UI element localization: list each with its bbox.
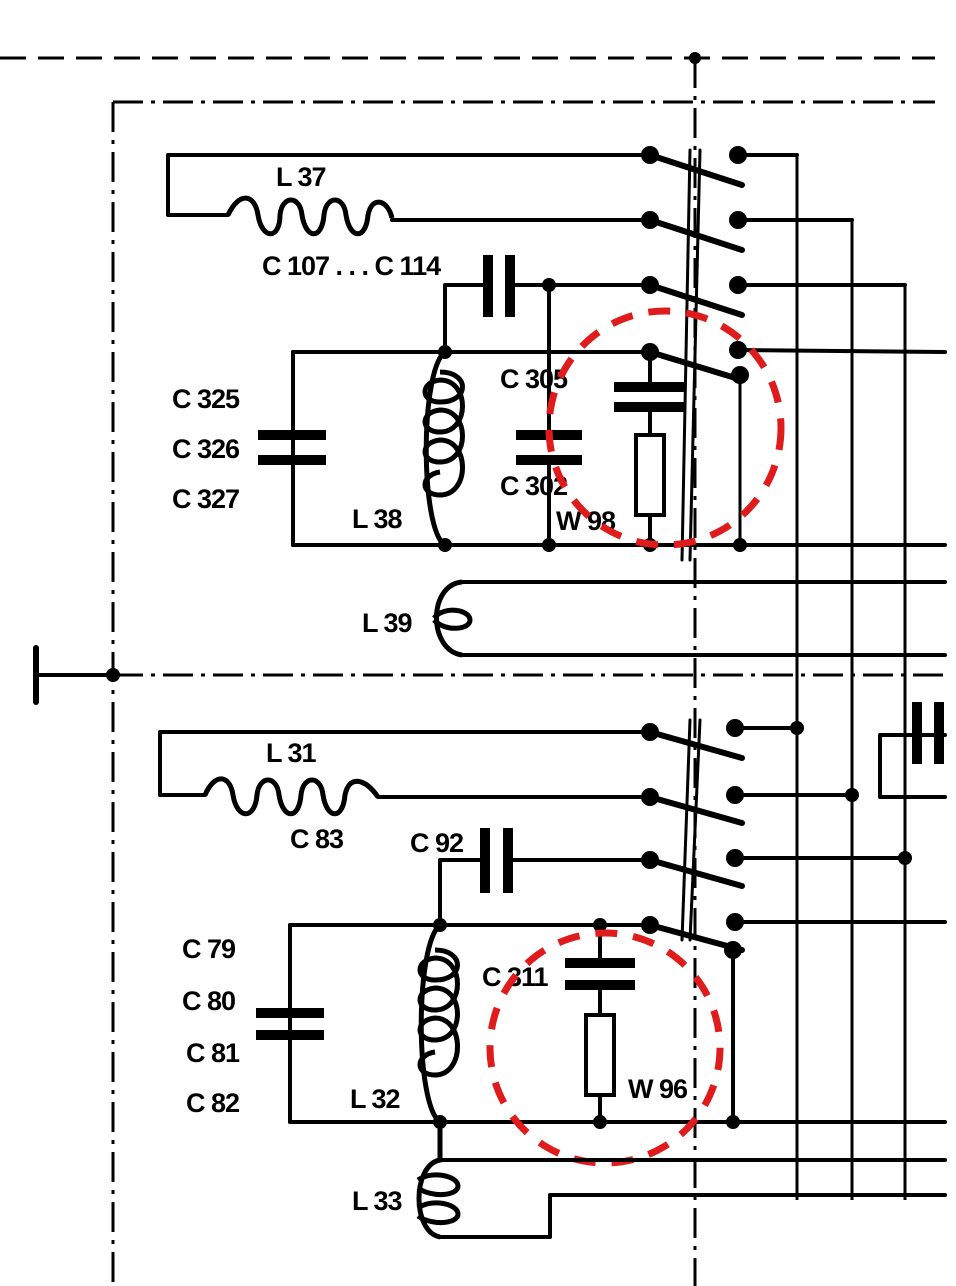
c79-plate-top	[256, 1008, 324, 1018]
red-highlight-lower	[486, 929, 724, 1167]
c92-plate-left	[480, 828, 490, 893]
red-highlight-upper	[545, 307, 785, 549]
junction-dot	[733, 538, 747, 552]
switch-blade	[647, 282, 745, 318]
l33-windings	[416, 1172, 461, 1225]
shaft-junction-dot	[689, 52, 701, 64]
label-l33: L 33	[352, 1186, 403, 1216]
junction-dot	[898, 851, 912, 865]
label-c92: C 92	[410, 828, 463, 858]
c114-plate-right	[505, 255, 515, 317]
switch-blade	[647, 729, 745, 761]
l37-loop-wire	[166, 153, 652, 217]
l39-loop	[432, 607, 473, 631]
c311-plate-bottom	[565, 980, 635, 990]
label-w96: W 96	[628, 1074, 688, 1104]
label-c79: C 79	[182, 934, 236, 964]
label-l39: L 39	[362, 608, 413, 638]
label-l31: L 31	[266, 738, 317, 768]
right-cap-plate-b	[934, 702, 944, 764]
junction-dot	[542, 538, 556, 552]
c325-plate-bottom	[258, 455, 326, 465]
label-l32: L 32	[350, 1084, 400, 1114]
switch-blade	[647, 152, 745, 188]
c311-plate-top	[565, 958, 635, 968]
label-l37: L 37	[276, 162, 326, 192]
l39-coil	[434, 579, 463, 658]
label-c81: C 81	[186, 1038, 240, 1068]
switch-rod-upper-b	[688, 148, 702, 562]
c79-plate-bottom	[256, 1030, 324, 1040]
c114-plate-left	[483, 255, 493, 317]
c325-plate-top	[258, 430, 326, 440]
l33-bottom-wire	[438, 1193, 947, 1239]
contact-wire	[736, 348, 947, 354]
switch-blade	[647, 349, 745, 383]
c305-plate-top	[614, 382, 686, 392]
label-c82: C 82	[186, 1088, 239, 1118]
c92-plate-right	[503, 828, 513, 893]
junction-dot	[726, 1115, 740, 1129]
c302-plate-bottom	[516, 455, 582, 465]
label-c80: C 80	[182, 986, 235, 1016]
switch-blade	[647, 794, 745, 826]
contact-dot	[731, 366, 749, 384]
l38-windings	[422, 369, 465, 498]
switch-rod-lower-b	[688, 718, 702, 942]
switch-rod-upper	[680, 148, 692, 562]
switch-rod-lower	[680, 718, 692, 942]
label-c325: C 325	[172, 384, 240, 414]
c92-left-wire	[438, 858, 482, 927]
junction-dot	[845, 788, 859, 802]
label-l38: L 38	[352, 504, 403, 534]
label-c107-c114: C 107 . . . C 114	[262, 251, 441, 281]
label-c326: C 326	[172, 434, 240, 464]
switch-blade	[647, 217, 745, 253]
junction-dot	[790, 721, 804, 735]
l31-loop-wire	[158, 730, 652, 797]
l31-coil	[202, 776, 381, 817]
w98-resistor	[634, 433, 666, 517]
c114-left-wire	[443, 283, 485, 354]
l33-coil	[416, 1122, 443, 1240]
label-c305: C 305	[500, 364, 568, 394]
switch-blade	[647, 857, 745, 889]
label-c83: C 83	[290, 824, 344, 854]
l37-coil	[225, 195, 395, 237]
w96-resistor	[584, 1013, 616, 1097]
c305-plate-bottom	[614, 402, 686, 412]
right-cap-plate-a	[912, 702, 922, 764]
l32-windings	[417, 947, 460, 1078]
label-c327: C 327	[172, 484, 239, 514]
junction-dot	[593, 1115, 607, 1129]
